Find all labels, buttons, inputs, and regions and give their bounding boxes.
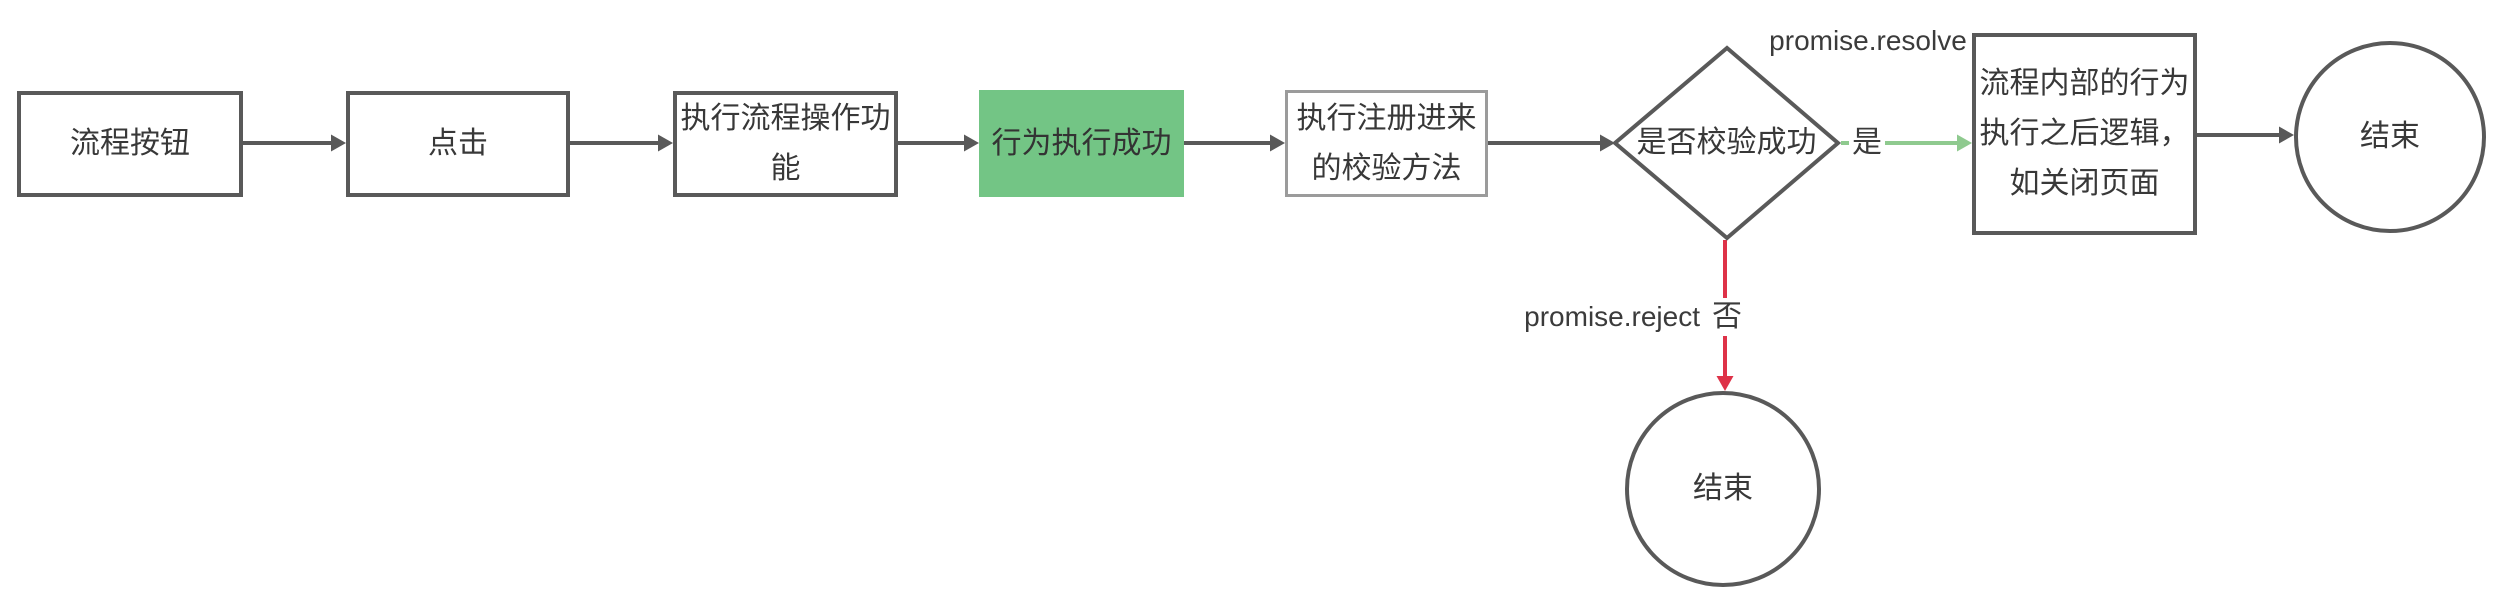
node-end-right: 结束 — [2294, 41, 2486, 233]
node-after-logic-line3: 如关闭页面 — [2009, 167, 2160, 200]
node-behavior-success-label: 行为执行成功 — [991, 126, 1172, 160]
node-end-right-label: 结束 — [2360, 120, 2420, 153]
label-promise-resolve: promise.resolve — [1769, 25, 1967, 56]
arrowhead-validators-to-decision — [1600, 134, 1615, 152]
node-process-button: 流程按钮 — [17, 91, 243, 197]
node-execute-flow-line2: 能 — [770, 152, 801, 185]
node-execute-flow: 执行流程操作功 能 — [673, 91, 898, 197]
node-after-logic-line1: 流程内部的行为 — [1979, 67, 2190, 100]
arrowhead-logic-to-end — [2279, 126, 2294, 144]
node-click-label: 点击 — [428, 127, 488, 160]
arrowhead-button-to-click — [331, 134, 346, 152]
node-behavior-success: 行为执行成功 — [979, 90, 1184, 197]
node-run-validators: 执行注册进来 的校验方法 — [1285, 90, 1488, 197]
label-no: 否 — [1708, 298, 1746, 336]
node-process-button-label: 流程按钮 — [70, 127, 190, 160]
node-end-bottom: 结束 — [1625, 391, 1821, 587]
node-end-bottom-label: 结束 — [1693, 472, 1753, 505]
arrowhead-success-to-validators — [1270, 134, 1285, 152]
label-yes: 是 — [1849, 124, 1885, 162]
node-run-validators-line2: 的校验方法 — [1311, 151, 1462, 185]
node-run-validators-line1: 执行注册进来 — [1296, 101, 1477, 135]
node-click: 点击 — [346, 91, 570, 197]
node-execute-flow-line1: 执行流程操作功 — [680, 102, 891, 135]
node-after-logic: 流程内部的行为 执行之后逻辑， 如关闭页面 — [1972, 33, 2197, 235]
arrowhead-yes — [1957, 134, 1972, 152]
node-after-logic-line2: 执行之后逻辑， — [1979, 117, 2190, 150]
arrowhead-no — [1716, 376, 1734, 391]
node-decision-validate-label: 是否校验成功 — [1636, 126, 1817, 159]
node-decision-validate: 是否校验成功 — [1615, 48, 1838, 238]
decision-diamond-shape — [1611, 45, 1842, 241]
arrowhead-click-to-execute — [658, 134, 673, 152]
label-promise-reject: promise.reject — [1500, 298, 1700, 336]
arrowhead-execute-to-success — [964, 134, 979, 152]
